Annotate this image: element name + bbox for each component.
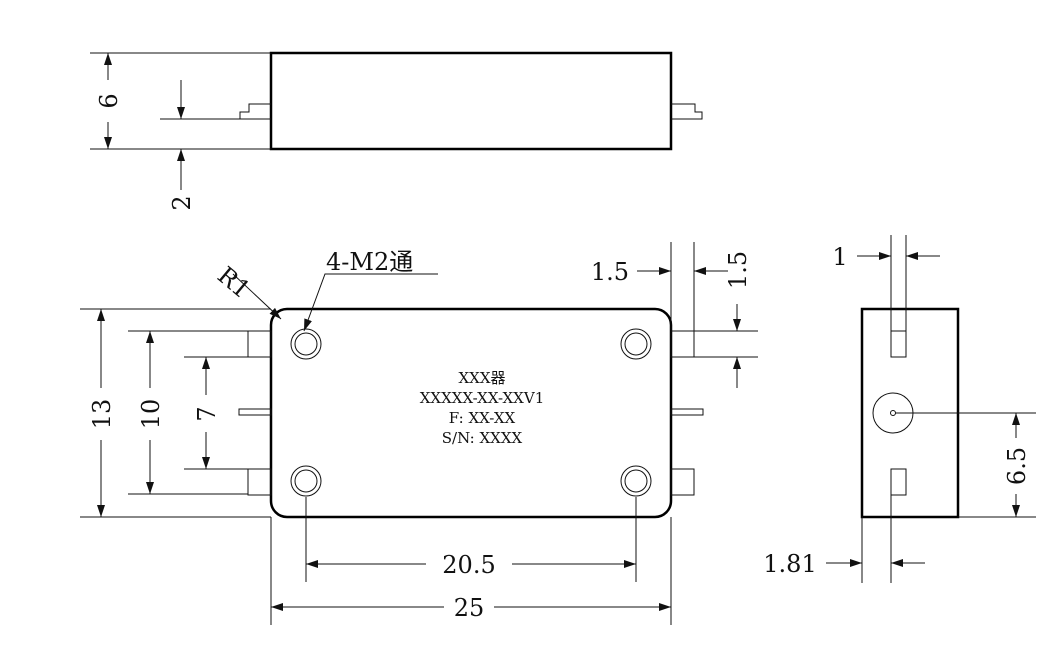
- dim-side-pin-offset: 1.81: [763, 550, 816, 578]
- pin-right-center: [670, 408, 704, 416]
- dim-hole-spacing: 20.5: [442, 551, 495, 579]
- side-pin-top: [890, 330, 907, 358]
- pin-left-top: [247, 330, 272, 358]
- top-view-right-pin: [671, 103, 703, 120]
- top-view: 6 2: [90, 51, 703, 211]
- leader-line: [303, 273, 438, 332]
- front-view: XXX器 XXXXX-XX-XXV1 F: XX-XX S/N: XXXX R1…: [80, 242, 758, 625]
- dim-connector-height: 6.5: [1003, 447, 1031, 485]
- top-view-left-pin: [239, 103, 271, 120]
- pin-right-top: [670, 330, 695, 358]
- corner-radius-note: R1: [212, 261, 256, 304]
- label-line-2: XXXXX-XX-XXV1: [420, 389, 544, 407]
- dim-height-10: 10: [137, 399, 165, 430]
- label-line-4: S/N: XXXX: [442, 429, 523, 447]
- mounting-hole: [620, 328, 652, 360]
- dim-length: 25: [454, 594, 485, 622]
- mounting-hole: [290, 328, 322, 360]
- side-pin-bottom: [890, 468, 907, 496]
- label-line-1: XXX器: [458, 369, 505, 387]
- mounting-hole: [620, 465, 652, 497]
- dim-pin-width: 1.5: [591, 258, 629, 286]
- dim-height-7: 7: [193, 406, 221, 421]
- leader-line: [232, 273, 282, 320]
- pin-left-center: [238, 408, 272, 416]
- side-view: 1 6.5 1.81: [763, 235, 1036, 583]
- top-view-body: [269, 51, 673, 151]
- dim-side-pin-width: 1: [832, 243, 847, 271]
- label-line-3: F: XX-XX: [449, 409, 516, 427]
- dim-top-height: 6: [95, 93, 123, 108]
- pin-left-bottom: [247, 468, 272, 496]
- dim-top-pin-offset: 2: [168, 195, 196, 210]
- dim-pin-height: 1.5: [724, 251, 752, 289]
- hole-callout: 4-M2通: [326, 248, 413, 276]
- pin-right-bottom: [670, 468, 695, 496]
- connector-center: [890, 410, 896, 416]
- dim-height-13: 13: [88, 399, 116, 430]
- mounting-hole: [290, 465, 322, 497]
